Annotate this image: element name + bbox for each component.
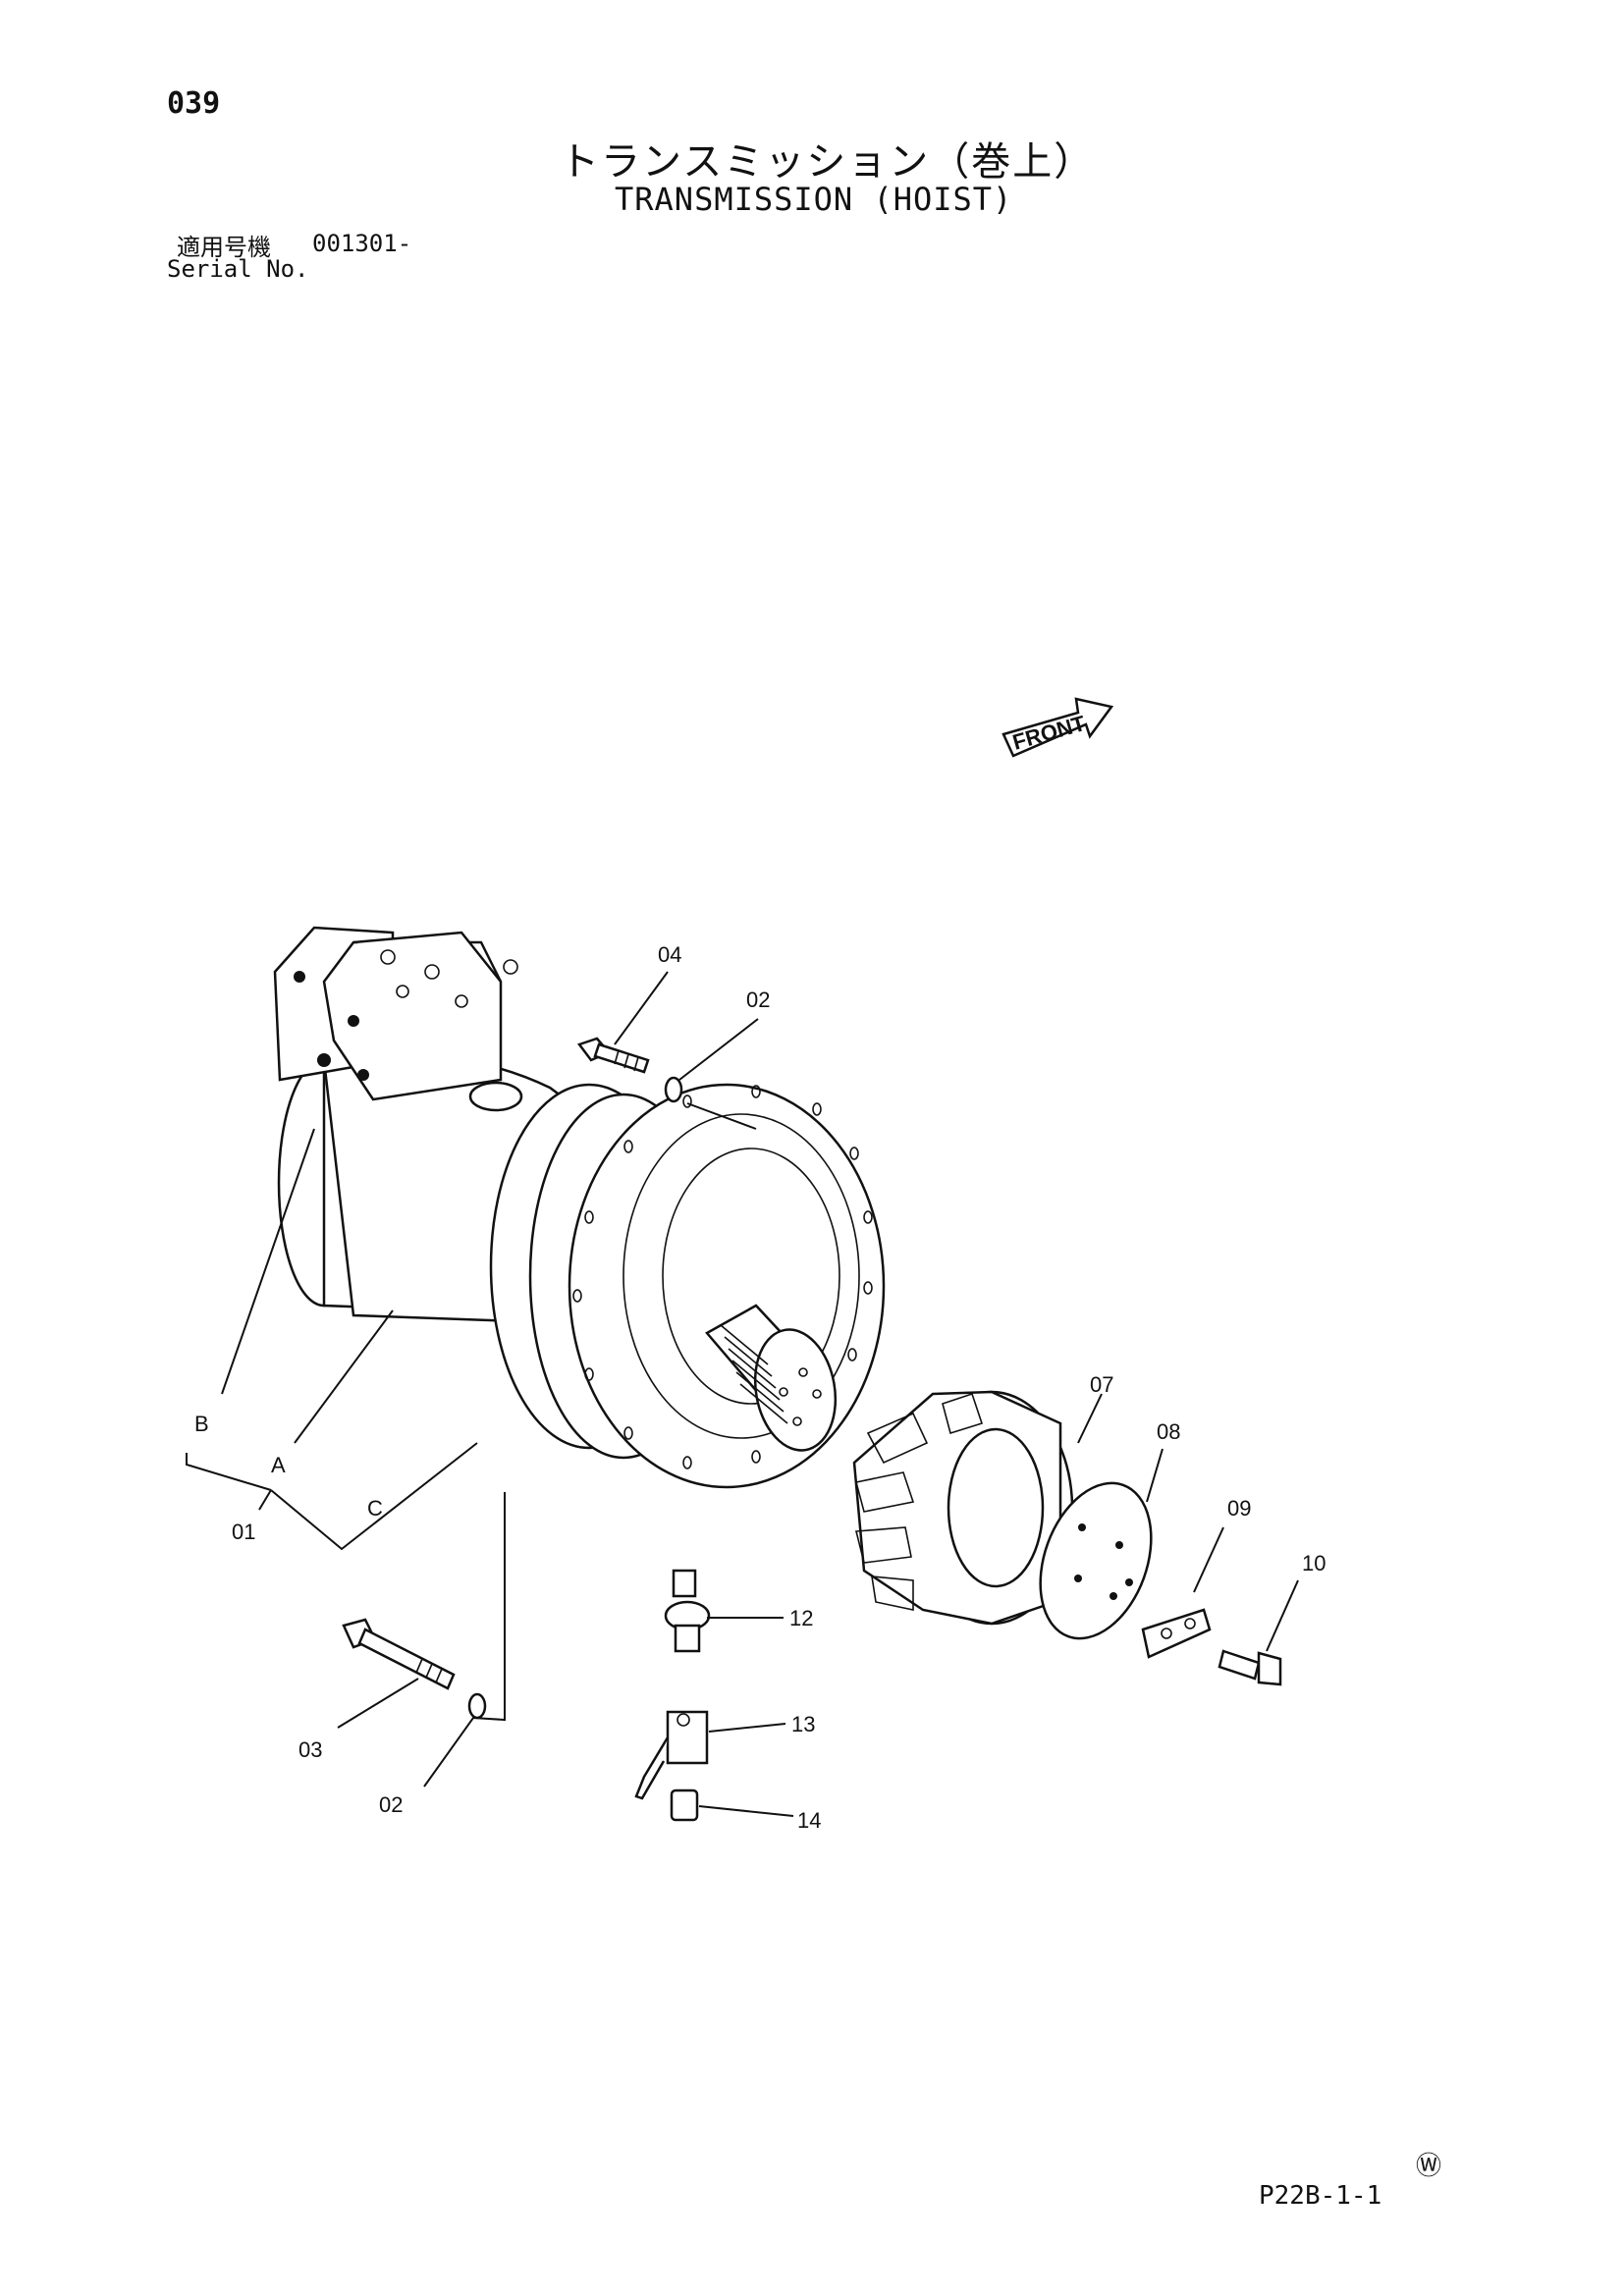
bolt-10	[1218, 1649, 1282, 1686]
bolt-04	[576, 1037, 650, 1074]
front-label: FRONT	[1009, 711, 1088, 755]
output-shaft-splines	[720, 1324, 788, 1424]
callout-08: 08	[1157, 1419, 1180, 1444]
lock-plate-09	[1141, 1608, 1212, 1659]
control-valve-block	[273, 926, 518, 1101]
callout-02-upper: 02	[746, 988, 770, 1012]
page-title-jp: トランスミッション（巻上）	[560, 139, 1096, 185]
serial-number-value: 001301-	[312, 230, 412, 257]
callout-14: 14	[797, 1808, 821, 1833]
flange-bolt-holes	[572, 1085, 873, 1469]
callout-03: 03	[298, 1737, 322, 1762]
transmission-assembly	[277, 1052, 886, 1489]
fitting-12	[664, 1569, 711, 1653]
callout-09: 09	[1227, 1496, 1251, 1521]
plug-14	[670, 1789, 699, 1822]
w-mark: Ⓦ	[1416, 2152, 1442, 2181]
callout-12: 12	[789, 1606, 813, 1630]
callout-labels: B A 01 C 04 02 03 02 12 13 14 07 08 09 1…	[194, 942, 1326, 1833]
drain-valve-13	[634, 1710, 709, 1800]
washer-02-lower	[467, 1692, 487, 1720]
serial-label-jp: 適用号機	[177, 234, 271, 261]
callout-02-lower: 02	[379, 1792, 403, 1817]
callout-10: 10	[1302, 1551, 1326, 1575]
callout-13: 13	[791, 1712, 815, 1736]
callout-04: 04	[658, 942, 681, 967]
bolt-03	[342, 1618, 456, 1690]
leader-lines	[186, 971, 1299, 1817]
page-code: P22B-1-1	[1259, 2181, 1382, 2211]
front-direction-arrow: FRONT	[1001, 697, 1114, 758]
washer-02-upper	[664, 1076, 683, 1103]
callout-01: 01	[232, 1520, 255, 1544]
plate-08	[1039, 1481, 1153, 1640]
gear-07	[852, 1390, 1074, 1626]
page-title-en: TRANSMISSION (HOIST)	[615, 181, 1013, 218]
page-number: 039	[167, 86, 221, 121]
callout-C: C	[367, 1496, 383, 1521]
callout-A: A	[271, 1453, 286, 1477]
callout-B: B	[194, 1412, 209, 1436]
gear-07-teeth	[854, 1392, 984, 1611]
serial-label-en: Serial No.	[167, 255, 309, 283]
callout-07: 07	[1090, 1372, 1113, 1397]
